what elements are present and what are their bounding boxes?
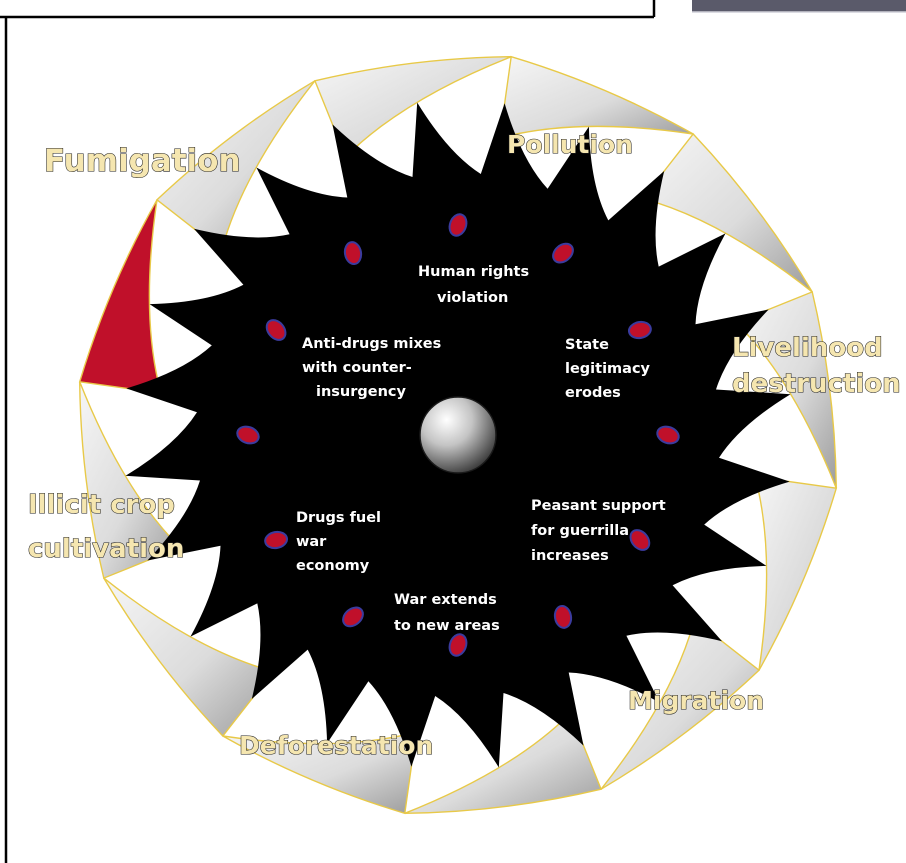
red-dot-marker bbox=[236, 425, 260, 445]
inner-label-human-rights: Human rights violation bbox=[418, 264, 534, 306]
inner-label-anti-drugs: Anti-drugs mixes with counter- insurgenc… bbox=[302, 336, 446, 400]
red-dot-marker bbox=[343, 241, 363, 266]
red-dot-marker bbox=[627, 320, 652, 340]
label-migration: Migration bbox=[628, 686, 764, 715]
red-dot-marker bbox=[629, 529, 651, 551]
red-dot-marker bbox=[448, 213, 468, 237]
red-dot-marker bbox=[448, 633, 468, 657]
outer-blade-ring bbox=[78, 55, 838, 815]
inner-label-peasant-support: Peasant support for guerrilla increases bbox=[531, 498, 671, 564]
red-dot-marker bbox=[264, 530, 289, 550]
label-fumigation: Fumigation bbox=[44, 143, 241, 179]
label-livelihood-destruction: Livelihood destruction bbox=[732, 333, 901, 399]
blade bbox=[498, 55, 694, 139]
label-deforestation: Deforestation bbox=[239, 731, 433, 760]
inner-label-war-extends: War extends to new areas bbox=[394, 592, 502, 634]
inner-label-drugs-fuel: Drugs fuel war economy bbox=[296, 510, 386, 574]
red-dot-marker bbox=[656, 425, 680, 445]
frame-corner-block bbox=[692, 0, 906, 12]
label-pollution: Pollution bbox=[507, 130, 633, 159]
label-illicit-crop-cultivation: Illicit crop cultivation bbox=[28, 490, 184, 564]
inner-label-state-legitimacy: State legitimacy erodes bbox=[565, 337, 655, 401]
red-dot-marker bbox=[552, 242, 574, 264]
central-sphere bbox=[419, 396, 497, 474]
red-dot-marker bbox=[553, 604, 573, 629]
blade-fumigation-highlight bbox=[78, 199, 162, 395]
red-dot-marker bbox=[265, 319, 287, 341]
blade bbox=[754, 475, 838, 671]
blade bbox=[155, 80, 316, 252]
red-dot-markers bbox=[236, 213, 680, 657]
red-dot-marker bbox=[342, 606, 364, 628]
